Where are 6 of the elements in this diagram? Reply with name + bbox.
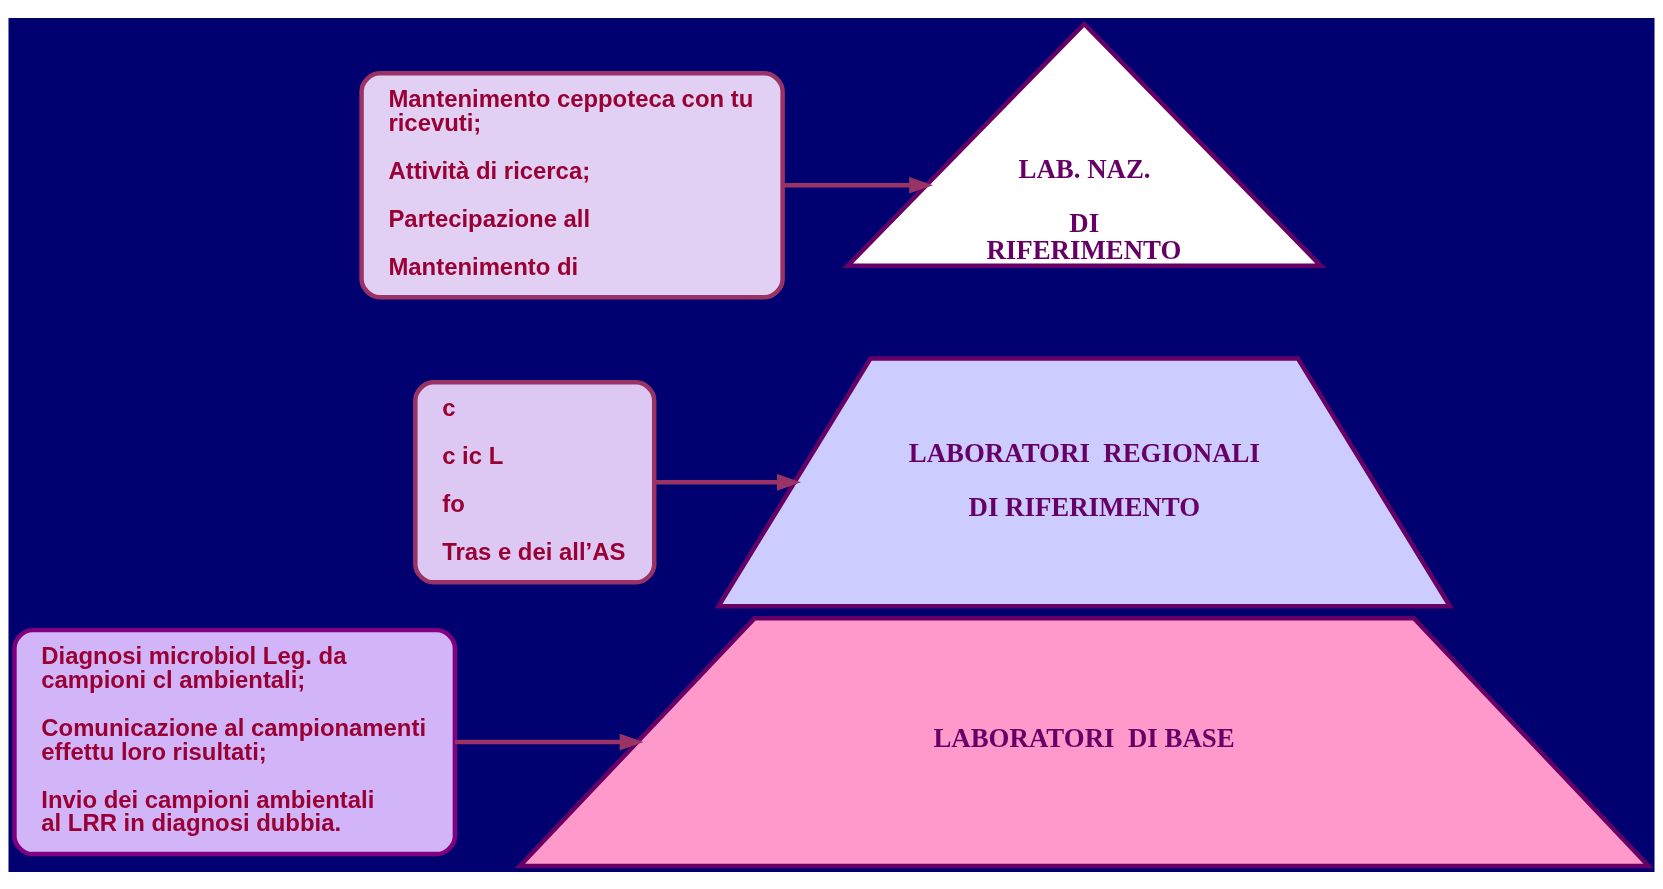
arrow — [654, 473, 801, 491]
node-box: Mantenimento ceppoteca con tu ricevuti; Attività di ricerca; Partecipazione all Mantenimento di — [359, 70, 785, 299]
node-box: c c ic L fo Tras e dei all’AS — [413, 379, 657, 585]
node-box: Diagnosi microbiol Leg. da campioni cl ambientali; Comunicazione al campionamenti effettu loro risultati; Invio dei campioni ambientali al LRR in diagnosi dubbia. — [12, 627, 458, 856]
arrow — [454, 733, 644, 750]
arrow — [782, 176, 934, 194]
